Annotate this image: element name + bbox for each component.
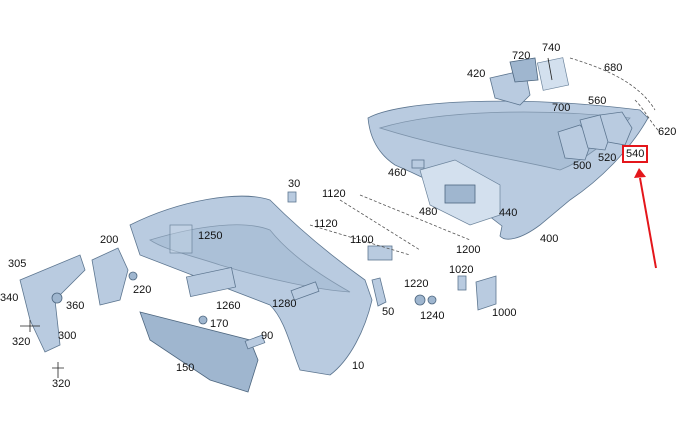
label-220[interactable]: 220 bbox=[133, 284, 152, 296]
part-460[interactable] bbox=[411, 159, 425, 169]
pointer-arrow-head bbox=[634, 168, 646, 178]
carrier-opening bbox=[444, 184, 476, 204]
label-540-highlighted[interactable]: 540 bbox=[622, 145, 649, 163]
label-700[interactable]: 700 bbox=[552, 102, 571, 114]
label-1260[interactable]: 1260 bbox=[216, 300, 241, 312]
label-1200[interactable]: 1200 bbox=[456, 244, 481, 256]
part-1220[interactable] bbox=[414, 294, 426, 306]
harness-1120[interactable] bbox=[339, 199, 421, 251]
label-420[interactable]: 420 bbox=[467, 68, 486, 80]
part-1100[interactable] bbox=[367, 245, 393, 261]
screw-320-bottom[interactable] bbox=[52, 362, 64, 378]
label-10[interactable]: 10 bbox=[352, 360, 365, 372]
label-500[interactable]: 500 bbox=[573, 160, 592, 172]
label-400[interactable]: 400 bbox=[540, 233, 559, 245]
label-460[interactable]: 460 bbox=[388, 167, 407, 179]
part-90[interactable] bbox=[244, 334, 266, 350]
screw-740[interactable] bbox=[547, 57, 553, 81]
label-150[interactable]: 150 bbox=[176, 362, 195, 374]
label-1120-bottom[interactable]: 1120 bbox=[314, 218, 338, 230]
label-1020[interactable]: 1020 bbox=[449, 264, 474, 276]
screw-320-top[interactable] bbox=[20, 320, 40, 332]
label-320-top[interactable]: 320 bbox=[12, 336, 31, 348]
label-90[interactable]: 90 bbox=[261, 330, 274, 342]
part-360[interactable] bbox=[51, 292, 63, 304]
part-1000[interactable] bbox=[475, 275, 497, 311]
reinforcement-150[interactable] bbox=[139, 311, 259, 393]
label-1000[interactable]: 1000 bbox=[492, 307, 517, 319]
label-620[interactable]: 620 bbox=[658, 126, 677, 138]
lower-bumper-shadow bbox=[149, 224, 351, 293]
label-305[interactable]: 305 bbox=[8, 258, 27, 270]
part-1260[interactable] bbox=[185, 266, 237, 298]
label-680[interactable]: 680 bbox=[604, 62, 623, 74]
label-170[interactable]: 170 bbox=[210, 318, 229, 330]
label-340[interactable]: 340 bbox=[0, 292, 19, 304]
strip-680[interactable] bbox=[569, 57, 656, 111]
part-50[interactable] bbox=[371, 277, 387, 307]
label-560[interactable]: 560 bbox=[588, 95, 607, 107]
label-1100[interactable]: 1100 bbox=[350, 234, 374, 246]
label-520[interactable]: 520 bbox=[598, 152, 617, 164]
label-1280[interactable]: 1280 bbox=[272, 298, 297, 310]
part-220[interactable] bbox=[128, 271, 138, 281]
bracket-300[interactable] bbox=[19, 254, 86, 353]
label-320-bottom[interactable]: 320 bbox=[52, 378, 71, 390]
strip-620[interactable] bbox=[634, 99, 661, 133]
label-440[interactable]: 440 bbox=[499, 207, 518, 219]
label-360[interactable]: 360 bbox=[66, 300, 85, 312]
label-50[interactable]: 50 bbox=[382, 306, 395, 318]
label-1250[interactable]: 1250 bbox=[198, 230, 223, 242]
label-720[interactable]: 720 bbox=[512, 50, 531, 62]
reflector-500[interactable] bbox=[557, 124, 593, 161]
label-480[interactable]: 480 bbox=[419, 206, 438, 218]
label-1240[interactable]: 1240 bbox=[420, 310, 445, 322]
label-1120-top[interactable]: 1120 bbox=[322, 188, 346, 200]
label-740[interactable]: 740 bbox=[542, 42, 561, 54]
bracket-200[interactable] bbox=[91, 247, 129, 306]
part-1020[interactable] bbox=[457, 275, 467, 291]
label-30[interactable]: 30 bbox=[288, 178, 301, 190]
part-1240[interactable] bbox=[427, 295, 437, 305]
bracket-720[interactable] bbox=[509, 57, 539, 83]
label-200[interactable]: 200 bbox=[100, 234, 119, 246]
grille-700[interactable] bbox=[536, 57, 570, 91]
part-1280[interactable] bbox=[290, 281, 320, 301]
part-170[interactable] bbox=[198, 315, 208, 325]
pointer-arrow bbox=[639, 177, 657, 269]
label-1220[interactable]: 1220 bbox=[404, 278, 429, 290]
reflector-560[interactable] bbox=[599, 111, 633, 146]
label-300[interactable]: 300 bbox=[58, 330, 77, 342]
sensor-cover-1250[interactable] bbox=[169, 224, 193, 254]
harness-1120-b[interactable] bbox=[309, 224, 411, 256]
part-30[interactable] bbox=[287, 191, 297, 203]
